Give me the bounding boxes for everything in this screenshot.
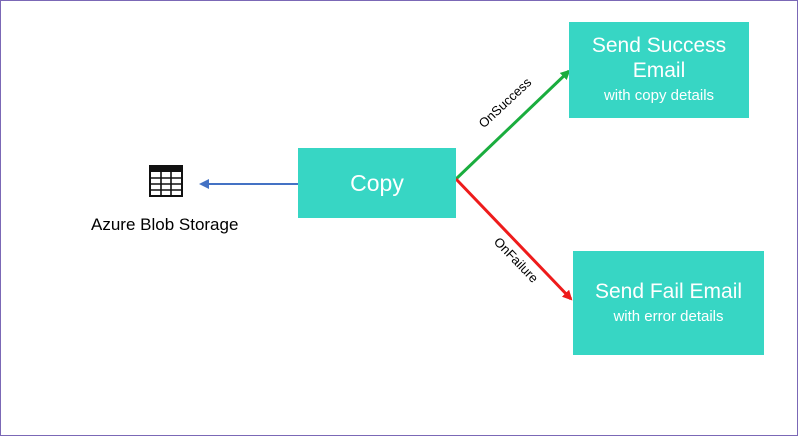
send-success-email-box[interactable]: Send Success Email with copy details <box>569 22 749 118</box>
success-title-line1: Send Success <box>591 34 727 57</box>
azure-blob-storage-label: Azure Blob Storage <box>91 215 239 234</box>
send-fail-email-box[interactable]: Send Fail Email with error details <box>573 251 764 355</box>
arrow-on-success <box>454 69 571 181</box>
copy-activity-box[interactable]: Copy <box>298 148 456 218</box>
copy-label: Copy <box>350 169 404 196</box>
success-title-line2: Email <box>632 59 686 82</box>
on-success-label: OnSuccess <box>476 74 535 131</box>
arrow-on-failure <box>454 177 573 301</box>
fail-subtitle: with error details <box>613 307 724 325</box>
table-icon <box>149 165 183 197</box>
fail-title: Send Fail Email <box>594 279 743 303</box>
success-subtitle: with copy details <box>603 87 715 104</box>
